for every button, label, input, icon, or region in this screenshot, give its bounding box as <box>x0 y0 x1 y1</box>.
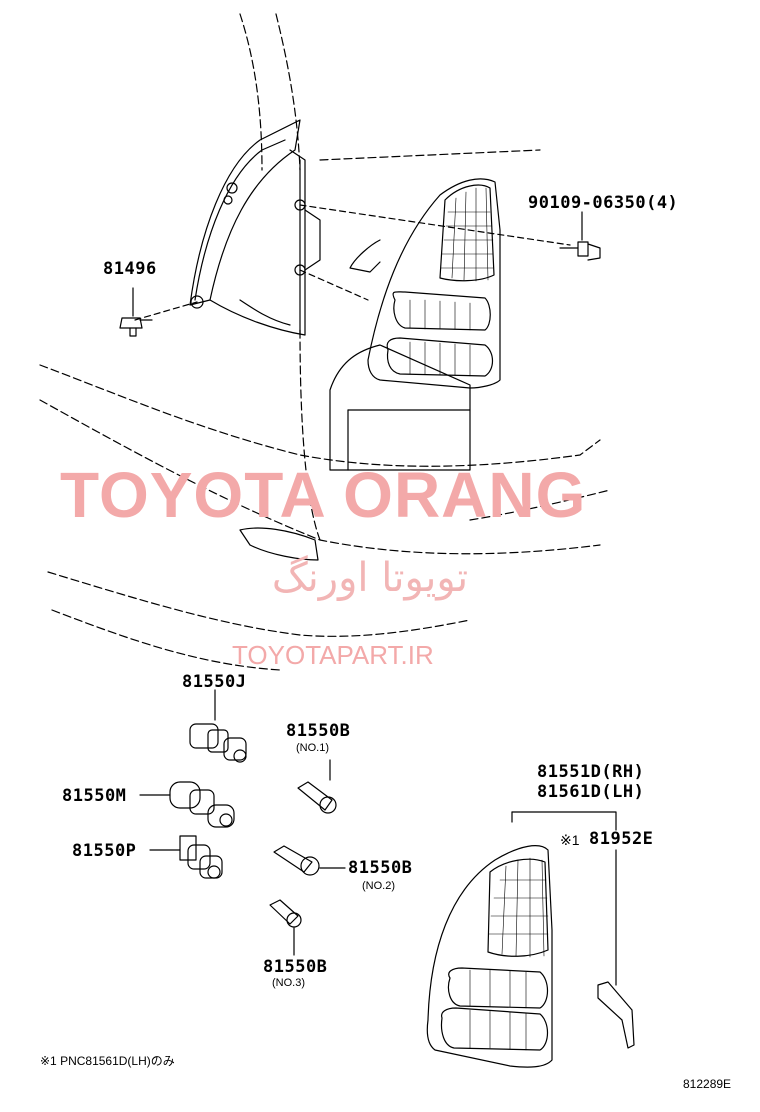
socket-p-icon <box>149 835 223 879</box>
label-socket-p: 81550P <box>72 841 137 861</box>
label-lamp-rh: 81551D(RH) <box>537 762 645 782</box>
leader-lines-upper <box>134 204 571 321</box>
socket-j-icon <box>189 689 247 763</box>
screw-icon <box>559 211 601 261</box>
bulb-no3-icon <box>269 899 302 956</box>
tail-lamp-upper <box>367 178 501 389</box>
gasket-note-mark: ※1 <box>560 832 580 848</box>
label-bulb-no2: 81550B <box>348 858 413 878</box>
label-socket-j: 81550J <box>182 672 247 692</box>
vehicle-body-outline <box>39 13 611 671</box>
label-gasket: 81952E <box>589 829 654 849</box>
note-bulb-no1: (NO.1) <box>296 742 329 754</box>
watermark-brand: TOYOTA ORANG <box>60 459 587 531</box>
lamp-lens-pattern <box>409 187 549 1051</box>
label-clip: 81496 <box>103 259 157 279</box>
watermark-site: TOYOTAPART.IR <box>232 640 434 670</box>
tail-lamp-lower <box>426 811 617 1068</box>
note-bulb-no3: (NO.3) <box>272 977 305 989</box>
label-screw: 90109-06350(4) <box>528 193 679 213</box>
bulb-no1-icon <box>297 759 337 814</box>
bulb-no2-icon <box>273 845 346 876</box>
note-bulb-no2: (NO.2) <box>362 880 395 892</box>
socket-m-icon <box>139 781 235 828</box>
drawing-code: 812289E <box>683 1077 732 1091</box>
gasket-icon <box>597 981 635 1049</box>
footnote: ※1 PNC81561D(LH)のみ <box>40 1054 175 1068</box>
label-bulb-no3: 81550B <box>263 957 328 977</box>
clip-icon <box>119 287 153 337</box>
label-bulb-no1: 81550B <box>286 721 351 741</box>
quarter-panel <box>189 119 471 561</box>
watermark-brand-persian: تویوتا اورنگ <box>271 555 469 601</box>
label-lamp-lh: 81561D(LH) <box>537 782 645 802</box>
label-socket-m: 81550M <box>62 786 127 806</box>
